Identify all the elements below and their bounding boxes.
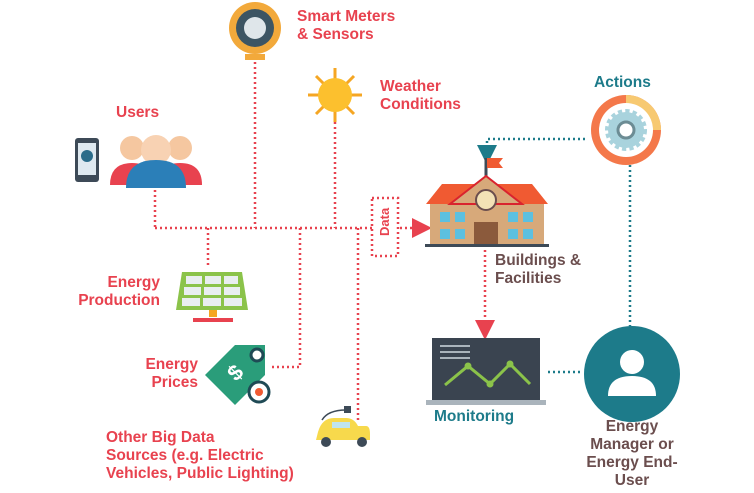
sun-icon — [308, 68, 362, 122]
energy-manager-label: Energy Manager or Energy End- User — [586, 418, 678, 489]
actions-gear-icon — [591, 95, 661, 165]
electric-car-icon — [316, 406, 370, 447]
smart-meters-label: Smart Meters & Sensors — [297, 8, 396, 43]
building-icon — [425, 158, 549, 247]
energy-prices-label: Energy Prices — [145, 356, 198, 391]
users-icon — [75, 135, 202, 188]
solar-panel-icon — [176, 272, 248, 322]
monitoring-label: Monitoring — [434, 408, 515, 425]
data-flow-connectors — [153, 62, 495, 420]
buildings-label: Buildings & Facilities — [495, 252, 582, 287]
action-connectors — [477, 137, 632, 374]
other-sources-label: Other Big Data Sources (e.g. Electric Ve… — [106, 429, 294, 482]
weather-label: Weather Conditions — [380, 78, 461, 113]
price-tag-icon: $ — [205, 345, 271, 405]
smart-meter-icon — [229, 2, 281, 60]
users-label: Users — [116, 104, 160, 121]
data-label: Data — [377, 207, 392, 236]
monitoring-laptop-icon — [426, 338, 546, 405]
energy-manager-avatar-icon — [584, 326, 680, 422]
actions-label: Actions — [594, 74, 651, 91]
energy-production-label: Energy Production — [78, 274, 160, 309]
